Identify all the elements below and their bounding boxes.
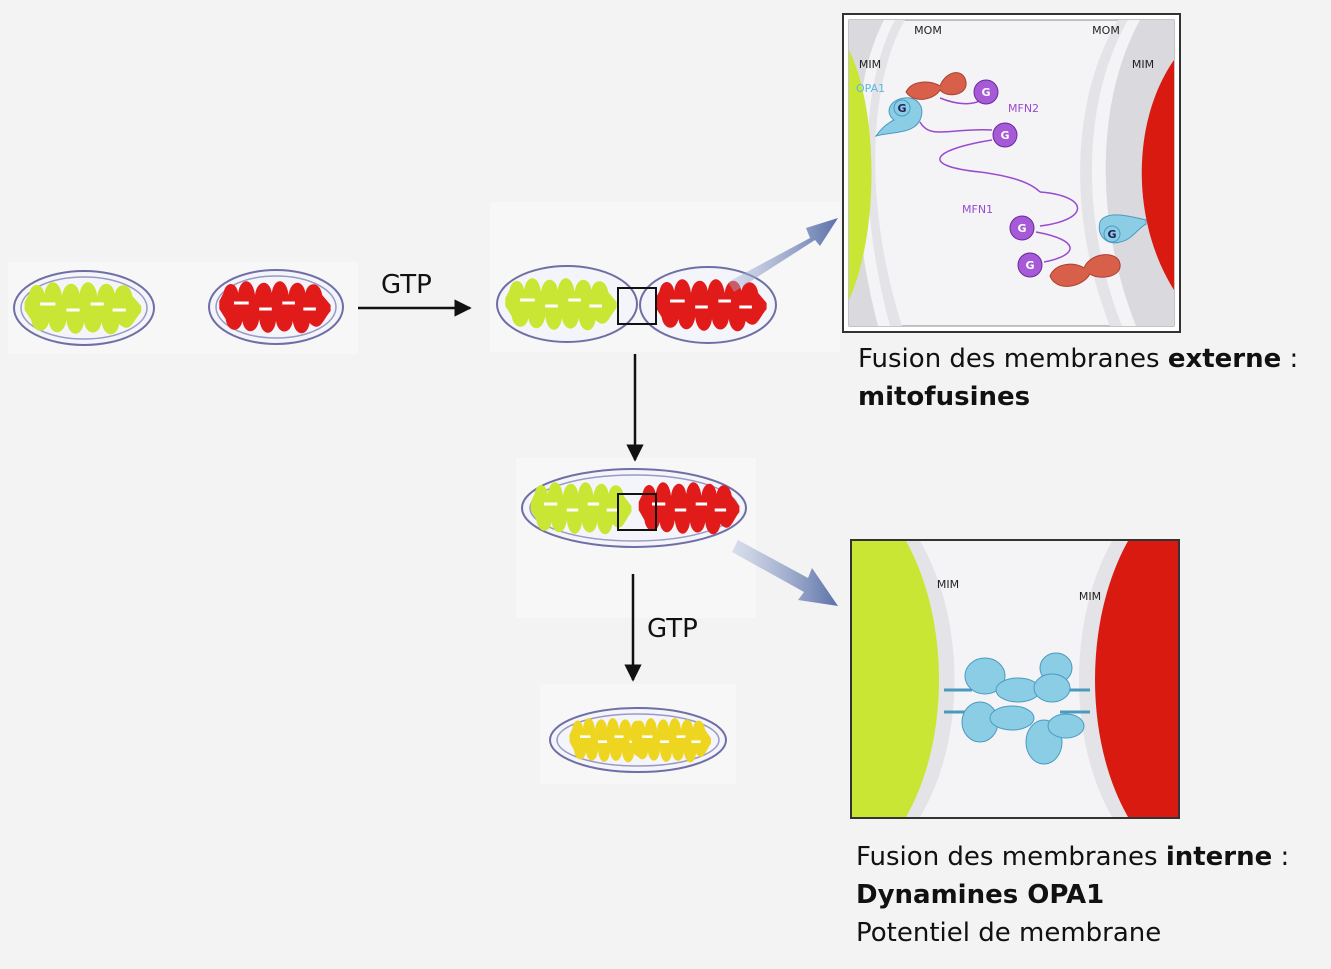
svg-text:G: G: [1000, 129, 1009, 142]
caption-inner-line1: Fusion des membranes interne :: [856, 838, 1289, 876]
mfn2-label: MFN2: [1008, 102, 1039, 115]
caption-outer-mitofusines: mitofusines: [858, 382, 1031, 412]
mfn-oligomer-red-top: [905, 72, 967, 100]
caption-inner-line2: Dynamines OPA1: [856, 876, 1289, 914]
caption-inner-membrane: Fusion des membranes interne : Dynamines…: [856, 838, 1289, 952]
svg-text:G: G: [1025, 259, 1034, 272]
zoom-box-inner: [617, 493, 657, 531]
svg-text:G: G: [1017, 222, 1026, 235]
inner-membrane-panel: MIM MIM: [850, 539, 1180, 819]
svg-text:G: G: [897, 102, 906, 115]
opa1-complex: [944, 652, 1090, 765]
caption-outer-line2: mitofusines: [858, 378, 1298, 416]
mfn2-g-domains: G G: [919, 79, 1079, 227]
pointer-arrow-outer: [728, 218, 838, 292]
caption-inner-line3: Potentiel de membrane: [856, 918, 1162, 948]
mitochondrion-fused: [521, 468, 747, 548]
gtp-label-horizontal: GTP: [381, 270, 432, 300]
caption-outer-post: :: [1281, 344, 1299, 374]
pointer-arrow-inner: [732, 540, 838, 606]
caption-inner-pre: Fusion des membranes: [856, 842, 1166, 872]
zoom-box-outer: [617, 287, 657, 325]
caption-outer-pre: Fusion des membranes: [858, 344, 1168, 374]
opa1-protein-left: G: [874, 97, 923, 137]
opa1-protein-right: G: [1098, 214, 1147, 244]
svg-text:G: G: [981, 86, 990, 99]
mim-left-label: MIM: [859, 58, 881, 71]
caption-outer-line1: Fusion des membranes externe :: [858, 340, 1298, 378]
outer-membrane-panel: MOM MOM MIM MIM OPA1 MFN2 MFN1 G G G G G: [842, 13, 1181, 333]
mim-right-label-inner: MIM: [1079, 590, 1101, 603]
mim-left-label-inner: MIM: [937, 578, 959, 591]
caption-inner-bold: interne: [1165, 842, 1273, 872]
opa1-label: OPA1: [856, 82, 885, 95]
mom-left-label: MOM: [914, 24, 942, 37]
mom-right-label: MOM: [1092, 24, 1120, 37]
mfn1-label: MFN1: [962, 203, 993, 216]
caption-inner-opa1: Dynamines OPA1: [856, 880, 1105, 910]
caption-outer-membrane: Fusion des membranes externe : mitofusin…: [858, 340, 1298, 416]
mitochondrion-red: [208, 269, 344, 345]
mitochondrion-green: [13, 270, 155, 346]
caption-outer-bold: externe: [1167, 344, 1282, 374]
gtp-label-vertical: GTP: [647, 614, 698, 644]
mim-right-label: MIM: [1132, 58, 1154, 71]
caption-inner-post: :: [1272, 842, 1290, 872]
mfn1-g-domains: G G: [1009, 215, 1071, 278]
svg-text:G: G: [1107, 228, 1116, 241]
mitochondrion-yellow: [549, 707, 727, 773]
mfn-oligomer-red-bottom: [1049, 254, 1121, 287]
